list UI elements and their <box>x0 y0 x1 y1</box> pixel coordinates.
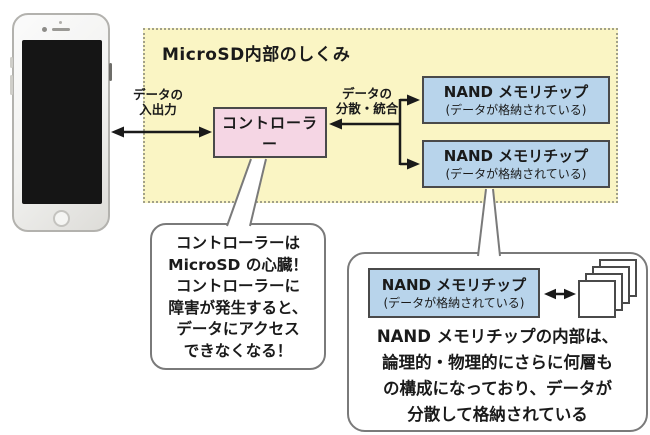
controller-box: コントローラー <box>213 107 327 158</box>
nand-chip-box-2: NAND メモリチップ (データが格納されている) <box>422 140 610 188</box>
phone-side-button <box>109 63 112 81</box>
phone-home-button <box>53 210 70 227</box>
controller-note-bubble: コントローラーは MicroSD の心臓！ コントローラーに 障害が発生すると、… <box>150 223 326 370</box>
smartphone-image <box>10 13 112 232</box>
nand-chip-subtitle: (データが格納されている) <box>445 102 587 117</box>
phone-mute-switch <box>10 57 13 68</box>
nand-chip-title: NAND メモリチップ <box>443 82 589 101</box>
phone-speaker-icon <box>52 28 70 31</box>
phone-camera-icon <box>42 27 47 32</box>
nand-chip-box-1: NAND メモリチップ (データが格納されている) <box>422 76 610 124</box>
panel-title: MicroSD内部のしくみ <box>162 45 351 65</box>
nand-chip-title: NAND メモリチップ <box>443 146 589 165</box>
phone-sensor-dot <box>59 21 62 24</box>
nand-chip-subtitle: (データが格納されている) <box>383 295 525 310</box>
nand-chip-subtitle: (データが格納されている) <box>445 166 587 181</box>
phone-screen <box>22 40 102 204</box>
nand-chip-title: NAND メモリチップ <box>381 275 527 294</box>
controller-label: コントローラー <box>221 113 318 153</box>
data-io-label: データの 入出力 <box>132 87 183 117</box>
phone-volume-button <box>10 75 13 95</box>
controller-note-text: コントローラーは MicroSD の心臓！ コントローラーに 障害が発生すると、… <box>168 234 308 360</box>
nand-chip-box-detail: NAND メモリチップ (データが格納されている) <box>368 268 540 318</box>
nand-note-text: NAND メモリチップの内部は、 論理的・物理的にさらに何層も の構成になってお… <box>376 327 619 424</box>
data-distribute-label: データの 分散・統合 <box>335 86 399 116</box>
